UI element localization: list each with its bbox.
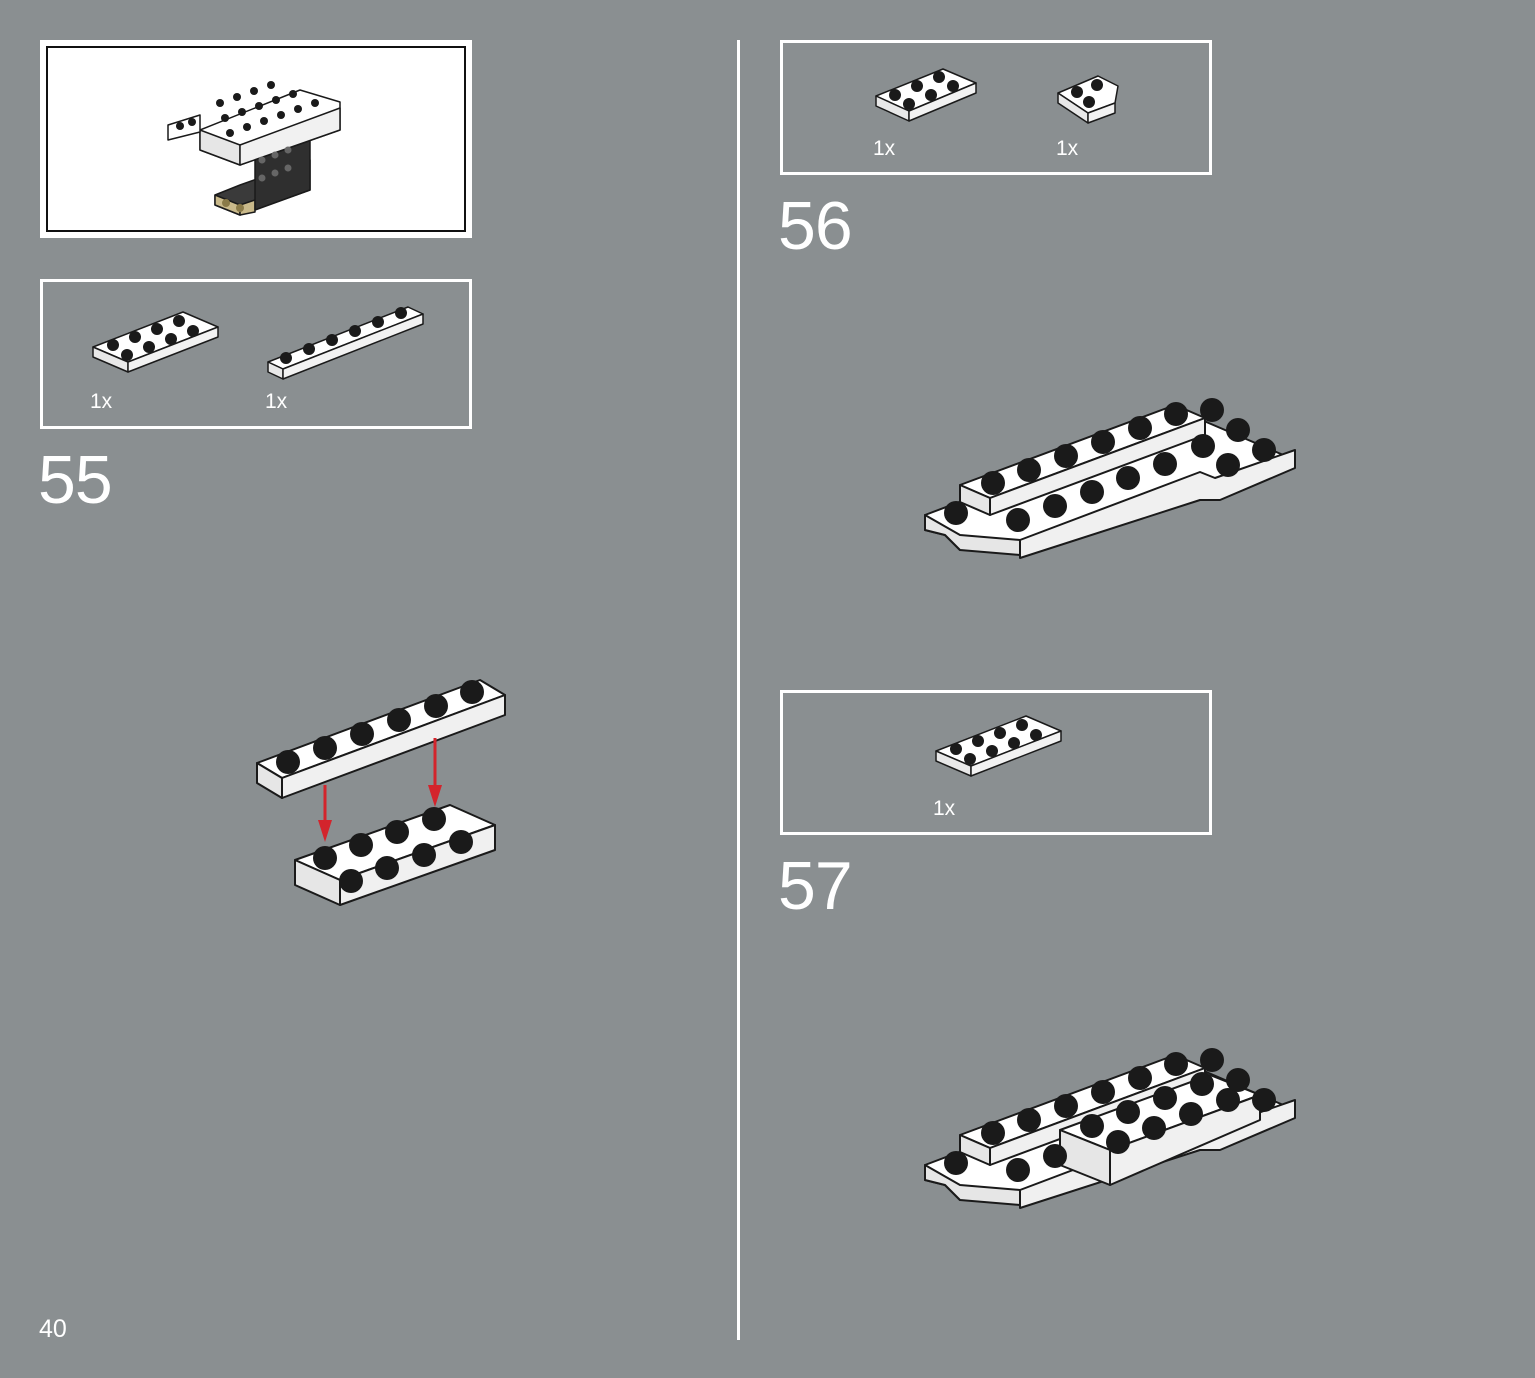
- step-56-part-2-qty: 1x: [1056, 137, 1079, 160]
- step-56-number: 56: [778, 188, 853, 264]
- step-56-parts-box: 1x 1x: [780, 40, 1212, 175]
- step-57-assembly-illustration: [924, 1048, 1296, 1209]
- plate-1x6-icon: [267, 306, 424, 380]
- step-55-assembly-illustration: [256, 679, 506, 906]
- step-56-part-1-qty: 1x: [873, 137, 896, 160]
- plate-2x4-icon: [935, 715, 1062, 777]
- step-57-number: 57: [778, 848, 853, 924]
- preview-frame: [46, 46, 466, 232]
- plate-2x4-icon: [92, 311, 219, 373]
- wedge-plate-2x2-icon: [1057, 75, 1119, 124]
- column-divider: [737, 40, 740, 1340]
- page-number: 40: [39, 1315, 67, 1343]
- step-55-parts-box: 1x 1x: [40, 279, 472, 429]
- red-arrows: [318, 738, 442, 842]
- step-56-assembly-illustration: [924, 398, 1296, 559]
- step-55-part-1-qty: 1x: [90, 390, 113, 413]
- step-57-parts-box: 1x: [780, 690, 1212, 835]
- step-55-number: 55: [38, 442, 113, 518]
- plate-2x3-icon: [875, 68, 977, 122]
- step-55-part-2-qty: 1x: [265, 390, 288, 413]
- step-57-part-1-qty: 1x: [933, 797, 956, 820]
- subassembly-illustration: [167, 81, 341, 216]
- subassembly-preview: [40, 40, 472, 238]
